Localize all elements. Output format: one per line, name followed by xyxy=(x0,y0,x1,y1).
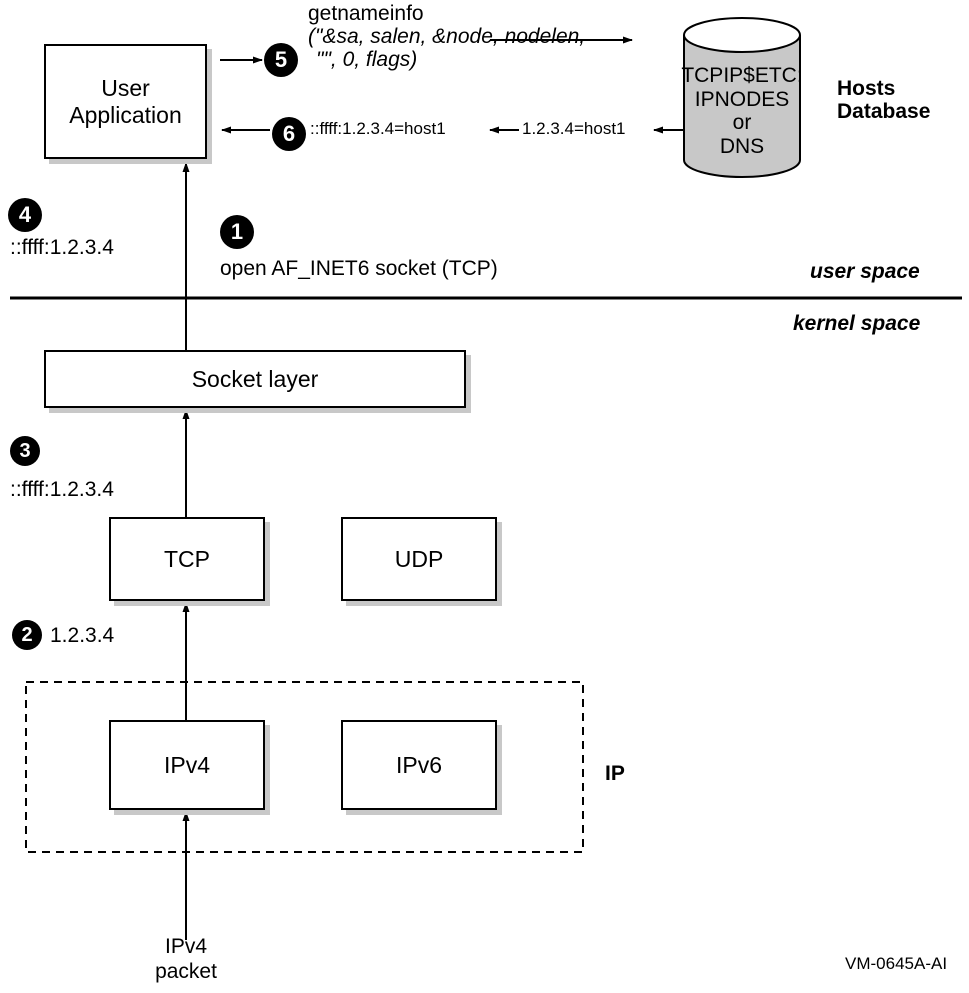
getnameinfo-args-1: ("&sa, salen, &node, nodelen, xyxy=(308,25,586,48)
ip-group-label: IP xyxy=(605,762,625,785)
socket-layer-box: Socket layer xyxy=(44,350,466,408)
step-2-badge: 2 xyxy=(12,620,42,650)
step-3-badge: 3 xyxy=(10,436,40,466)
ipv4-label: IPv4 xyxy=(163,751,211,778)
udp-box: UDP xyxy=(341,517,497,601)
step-4-badge: 4 xyxy=(8,198,42,232)
user-space-label: user space xyxy=(810,260,920,283)
step-4-address: ::ffff:1.2.3.4 xyxy=(10,236,114,259)
ipv4-packet-label: IPv4 packet xyxy=(155,935,217,983)
udp-label: UDP xyxy=(394,545,444,572)
step-5-badge: 5 xyxy=(264,43,298,77)
hosts-database-cylinder xyxy=(683,17,801,178)
step-1-text: open AF_INET6 socket (TCP) xyxy=(220,257,498,280)
step-3-address: ::ffff:1.2.3.4 xyxy=(10,478,114,501)
getnameinfo-args-2: "", 0, flags) xyxy=(316,48,418,71)
database-contents: TCPIP$ETC: IPNODES or DNS xyxy=(681,64,803,158)
step-6-badge: 6 xyxy=(272,117,306,151)
ipv6-box: IPv6 xyxy=(341,720,497,810)
getnameinfo-call: getnameinfo xyxy=(308,2,424,25)
mapped-address-host: ::ffff:1.2.3.4=host1 xyxy=(310,119,446,138)
ipv6-label: IPv6 xyxy=(395,751,443,778)
user-application-box: User Application xyxy=(44,44,207,159)
hosts-database-label: Hosts Database xyxy=(837,77,931,123)
step-1-badge: 1 xyxy=(220,215,254,249)
ipv4-address-host: 1.2.3.4=host1 xyxy=(522,119,626,138)
step-2-address: 1.2.3.4 xyxy=(50,624,115,647)
socket-layer-label: Socket layer xyxy=(191,365,319,392)
kernel-space-label: kernel space xyxy=(793,312,921,335)
user-application-label: User Application xyxy=(69,75,182,128)
tcp-label: TCP xyxy=(164,545,210,572)
tcp-box: TCP xyxy=(109,517,265,601)
ipv4-box: IPv4 xyxy=(109,720,265,810)
figure-id: VM-0645A-AI xyxy=(845,954,948,973)
